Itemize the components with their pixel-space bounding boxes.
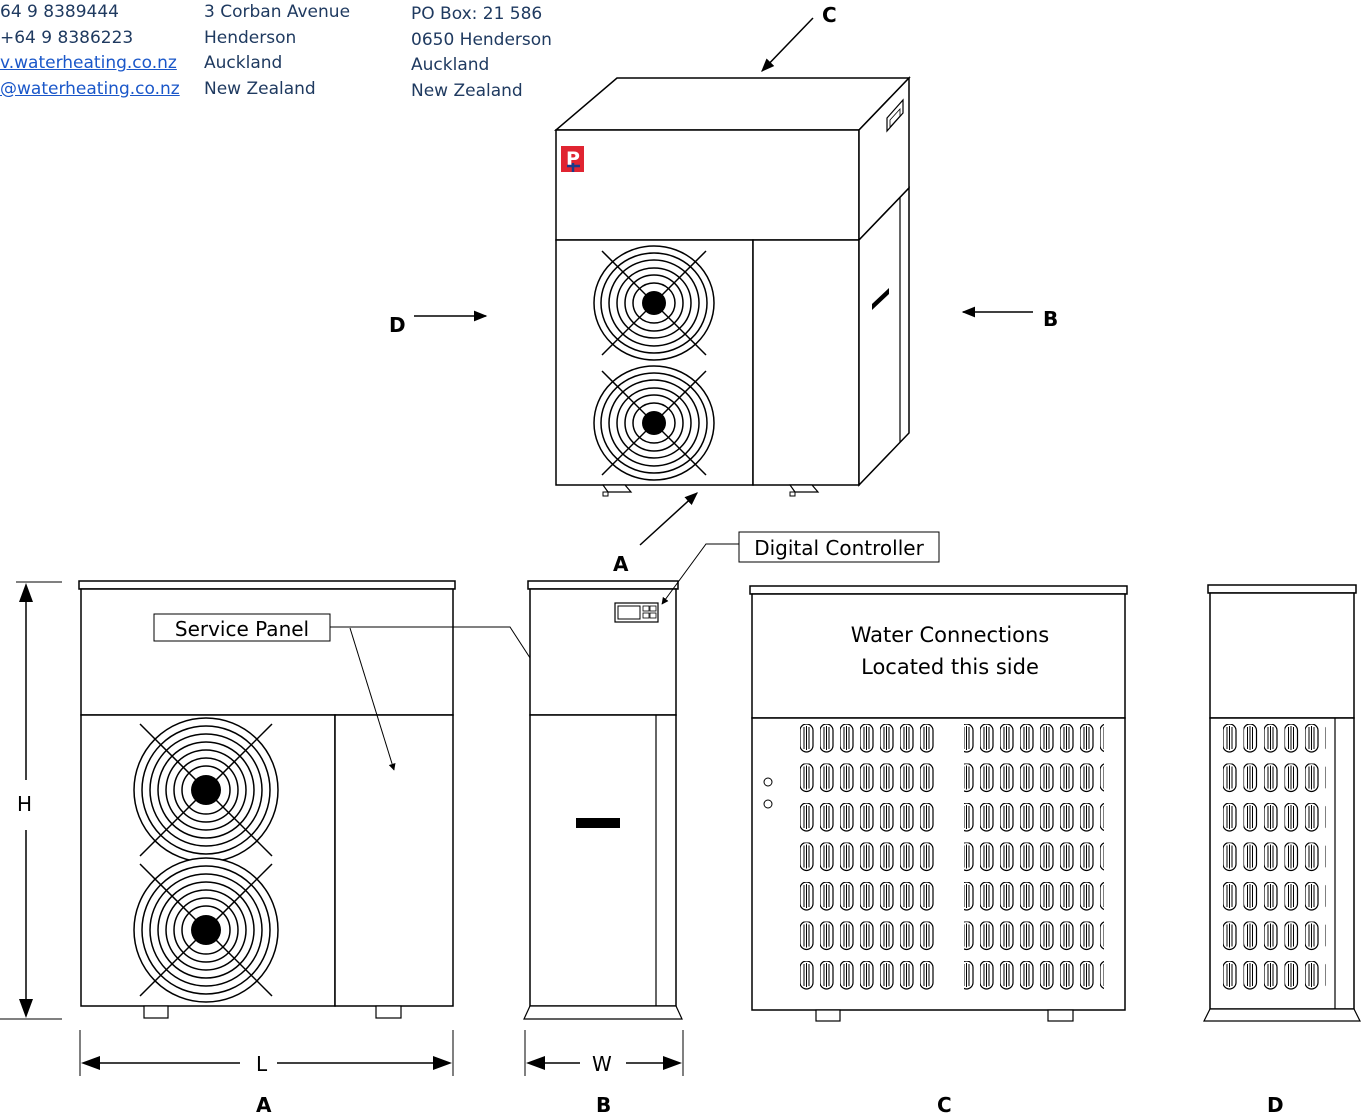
postal-address-line: Auckland [411,55,490,75]
view-label-b: B [596,1093,611,1117]
street-address-block: 3 Corban Avenue Henderson Auckland New Z… [204,0,350,102]
email-link[interactable]: @waterheating.co.nz [0,78,180,99]
street-address-line: 3 Corban Avenue [204,2,351,22]
arrow-label-c: C [822,3,837,27]
view-b: Digital Controller W B [523,531,940,1117]
view-c: Water Connections Located this side C [749,585,1128,1117]
view-label-a: A [256,1093,272,1117]
arrow-c [761,17,814,72]
view-label-c: C [937,1093,952,1117]
postal-address-block: PO Box: 21 586 0650 Henderson Auckland N… [411,2,552,104]
view-a: Service Panel H L A [0,580,605,1117]
contact-block: 64 9 8389444 +64 9 8386223 v.waterheatin… [0,0,180,102]
louver-grille [964,724,1104,1000]
phone-number: 64 9 8389444 [0,2,119,22]
svg-text:P: P [566,148,580,170]
postal-address-line: New Zealand [411,80,523,101]
arrow-label-a: A [613,552,629,576]
height-label: H [17,792,32,816]
length-label: L [256,1052,268,1076]
fax-number: +64 9 8386223 [0,27,134,48]
fan-icon [133,857,279,1003]
service-panel-label: Service Panel [175,617,309,641]
isometric-view: P C D B A [389,3,1058,576]
postal-address-line: PO Box: 21 586 [411,4,543,24]
street-address-line: New Zealand [204,78,316,99]
fan-icon [593,365,715,481]
postal-address-line: 0650 Henderson [411,29,552,50]
fan-icon [593,245,715,361]
water-connections-line2: Located this side [861,655,1039,679]
street-address-line: Auckland [204,53,283,73]
digital-controller-label: Digital Controller [754,536,924,560]
louver-grille [800,724,940,1000]
view-label-d: D [1267,1093,1284,1117]
louver-grille [1223,724,1326,1000]
street-address-line: Henderson [204,27,297,48]
logo-icon: P [561,146,584,172]
website-link[interactable]: v.waterheating.co.nz [0,53,177,73]
arrow-a [639,492,698,546]
water-connections-line1: Water Connections [851,623,1050,647]
arrow-label-d: D [389,313,406,337]
digital-controller-icon [614,602,659,623]
fan-icon [133,717,279,863]
arrow-label-b: B [1043,307,1058,331]
view-d: D [1203,584,1361,1117]
width-label: W [592,1052,612,1076]
